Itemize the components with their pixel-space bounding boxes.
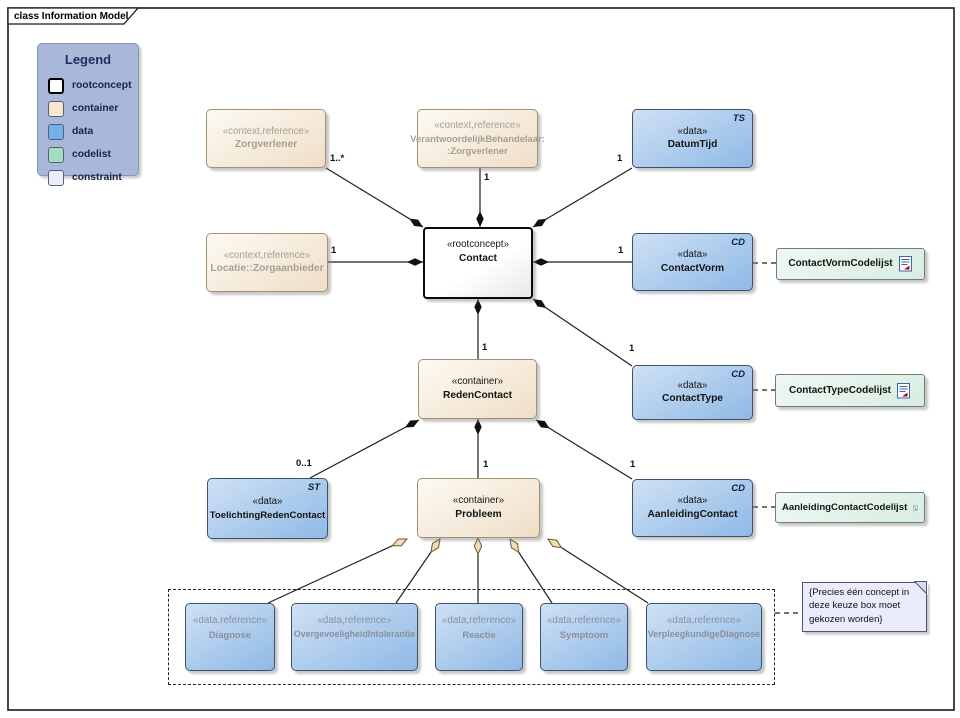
codelist-label: AanleidingContactCodelijst: [782, 501, 908, 513]
legend-item-data: data: [48, 120, 138, 143]
rootconcept-swatch-icon: [48, 77, 64, 94]
note-text: {Precies één concept in deze keuze box m…: [809, 587, 910, 625]
stereotype-label: «context,reference»: [434, 119, 521, 131]
connector-contacttype-contact: [532, 298, 633, 367]
stereotype-label: «rootconcept»: [446, 239, 510, 250]
class-contactvorm[interactable]: CD «data» ContactVorm: [632, 233, 753, 291]
class-verantwoordelijkbehandelaar[interactable]: «context,reference» VerantwoordelijkBeha…: [410, 109, 545, 168]
class-toelichtingredencontact[interactable]: ST «data» ToelichtingRedenContact: [207, 478, 328, 539]
stereotype-label: «data,reference»: [546, 615, 622, 626]
container-swatch-icon: [48, 100, 64, 117]
legend-title: Legend: [64, 52, 112, 67]
constraint-note[interactable]: {Precies één concept in deze keuze box m…: [802, 581, 928, 632]
multiplicity-probleem: 1: [483, 459, 489, 470]
class-name-label: RedenContact: [442, 389, 513, 401]
codelist-aanleidingcontactcodelijst[interactable]: AanleidingContactCodelijst: [775, 492, 925, 523]
class-name-label: Probleem: [455, 508, 502, 520]
stereotype-label: «data,reference»: [192, 615, 268, 626]
class-contact[interactable]: «rootconcept» Contact: [423, 227, 533, 299]
class-symptoom[interactable]: «data,reference» Symptoom: [540, 603, 628, 671]
datatype-tag: CD: [731, 483, 745, 494]
datatype-tag: CD: [731, 369, 745, 380]
stereotype-label: «context,reference»: [223, 249, 311, 261]
codelist-document-icon: [913, 504, 918, 511]
class-name-label: Symptoom: [559, 628, 609, 640]
multiplicity-zorgverlener: 1..*: [330, 153, 345, 164]
legend-label: data: [72, 126, 94, 137]
class-name-label: Locatie::Zorgaanbieder: [210, 263, 324, 275]
class-name-label: AanleidingContact: [647, 508, 738, 520]
legend-item-constraint: constraint: [48, 166, 138, 189]
codelist-document-icon: [897, 382, 911, 398]
class-contacttype[interactable]: CD «data» ContactType: [632, 365, 753, 420]
class-zorgverlener[interactable]: «context,reference» Zorgverlener: [206, 109, 326, 168]
multiplicity-datumtijd: 1: [617, 153, 623, 164]
codelist-swatch-icon: [48, 146, 64, 163]
multiplicity-toelichting: 0..1: [296, 458, 312, 469]
codelist-label: ContactTypeCodelijst: [788, 384, 892, 396]
legend-item-container: container: [48, 97, 138, 120]
stereotype-label: «data»: [677, 125, 708, 137]
class-name-label: Zorgverlener: [234, 139, 298, 151]
stereotype-label: «context,reference»: [222, 125, 310, 137]
data-swatch-icon: [48, 123, 64, 140]
legend-item-codelist: codelist: [48, 143, 138, 166]
class-probleem[interactable]: «container» Probleem: [417, 478, 540, 538]
class-name-label: Diagnose: [208, 628, 252, 640]
codelist-document-icon: [898, 256, 912, 272]
multiplicity-contacttype: 1: [629, 343, 635, 354]
datatype-tag: CD: [731, 237, 745, 248]
multiplicity-redencontact: 1: [482, 342, 488, 353]
stereotype-label: «data»: [677, 379, 708, 391]
multiplicity-locatie: 1: [331, 245, 337, 256]
stereotype-label: «data,reference»: [666, 615, 742, 626]
class-name-label: VerpleegkundigeDiagnose: [647, 628, 761, 639]
constraint-swatch-icon: [48, 169, 64, 186]
diagram-title: class Information Model: [14, 11, 129, 22]
stereotype-label: «data,reference»: [441, 615, 517, 626]
legend-label: codelist: [72, 149, 111, 160]
class-name-label: OvergevoeligheidIntolerantie: [293, 628, 416, 639]
stereotype-label: «data»: [677, 249, 708, 260]
stereotype-label: «data,reference»: [317, 615, 392, 626]
legend-item-rootconcept: rootconcept: [48, 74, 138, 97]
multiplicity-verantwoordelijkbehandelaar: 1: [484, 172, 490, 183]
connector-zorgverlener-contact: [325, 167, 424, 228]
class-diagnose[interactable]: «data,reference» Diagnose: [185, 603, 275, 671]
connector-toelichting-redencontact: [309, 419, 420, 479]
class-name-label2: :Zorgverlener: [447, 144, 508, 156]
datatype-tag: TS: [732, 113, 745, 124]
class-aanleidingcontact[interactable]: CD «data» AanleidingContact: [632, 479, 753, 537]
legend-label: rootconcept: [72, 80, 132, 91]
multiplicity-aanleidingcontact: 1: [630, 459, 636, 470]
note-fold-icon: [914, 581, 928, 595]
class-name-label: Reactie: [462, 628, 496, 640]
class-name-label: ToelichtingRedenContact: [209, 509, 326, 521]
codelist-contacttypecodelijst[interactable]: ContactTypeCodelijst: [775, 374, 925, 407]
class-verpleegkundigediagnose[interactable]: «data,reference» VerpleegkundigeDiagnose: [646, 603, 762, 671]
class-name-label: DatumTijd: [667, 139, 718, 151]
class-reactie[interactable]: «data,reference» Reactie: [435, 603, 523, 671]
legend-label: container: [72, 103, 119, 114]
codelist-contactvormcodelijst[interactable]: ContactVormCodelijst: [776, 248, 925, 280]
class-locatie-zorgaanbieder[interactable]: «context,reference» Locatie::Zorgaanbied…: [206, 233, 328, 292]
legend-label: constraint: [72, 172, 122, 183]
class-name-label: ContactType: [662, 393, 723, 405]
class-datumtijd[interactable]: TS «data» DatumTijd: [632, 109, 753, 168]
stereotype-label: «container»: [452, 495, 505, 506]
datatype-tag: ST: [307, 482, 320, 493]
stereotype-label: «data»: [677, 495, 708, 506]
codelist-label: ContactVormCodelijst: [788, 258, 893, 269]
class-overgevoeligheidintolerantie[interactable]: «data,reference» OvergevoeligheidIntoler…: [291, 603, 418, 671]
connector-aanleidingcontact-redencontact: [535, 419, 633, 480]
connector-datumtijd-contact: [532, 167, 633, 228]
class-name-label: ContactVorm: [660, 262, 725, 274]
stereotype-label: «data»: [252, 495, 283, 507]
class-name-label: Contact: [459, 252, 497, 264]
class-name-label: VerantwoordelijkBehandelaar:: [410, 132, 545, 144]
stereotype-label: «container»: [451, 376, 504, 387]
class-redencontact[interactable]: «container» RedenContact: [418, 359, 537, 419]
legend[interactable]: Legend rootconcept container data codeli…: [37, 43, 139, 186]
multiplicity-contactvorm: 1: [618, 245, 624, 256]
